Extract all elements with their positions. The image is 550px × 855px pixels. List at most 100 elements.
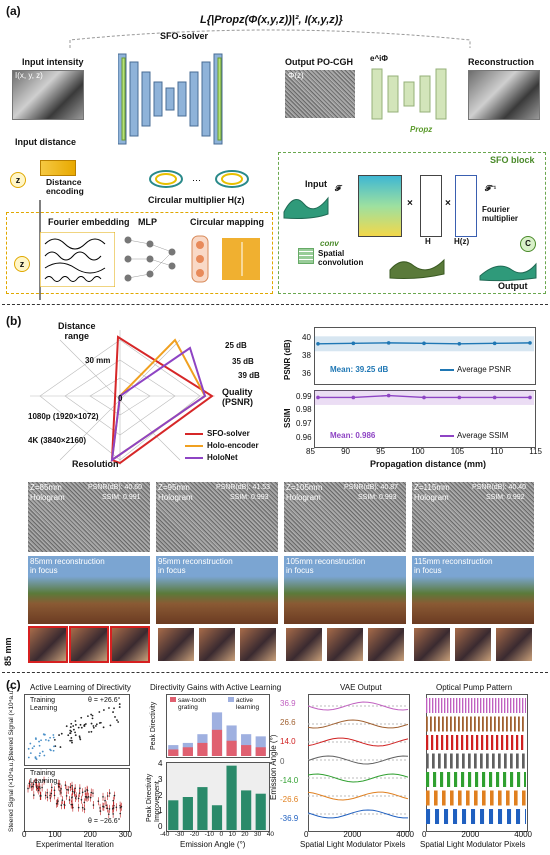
series-point — [386, 393, 391, 398]
pump-stripe — [466, 735, 469, 750]
pump-stripe — [436, 735, 439, 750]
scatter-point — [108, 792, 111, 794]
pump-stripe — [510, 716, 512, 732]
c2-xtick: 10 — [228, 831, 236, 838]
scatter-point — [69, 729, 72, 732]
pump-stripe — [434, 790, 438, 806]
reconstruction-image — [412, 556, 534, 624]
pump-stripe — [471, 809, 476, 824]
inverse-fourier-symbol: 𝓕⁻¹ — [485, 184, 497, 193]
scatter-point — [71, 803, 74, 806]
c4-xticks: 0 2000 4000 — [422, 830, 532, 840]
scatter-point — [118, 706, 121, 708]
crop-image — [455, 628, 491, 661]
series-point — [386, 341, 391, 345]
hologram-psnr: PSNR(dB): 40.87 — [344, 484, 399, 491]
scatter-point — [104, 799, 106, 802]
pump-stripe — [498, 809, 503, 824]
scatter-point — [74, 720, 77, 722]
pump-stripe — [442, 716, 444, 732]
psnr-ytick-0: 40 — [302, 333, 311, 342]
pump-stripe — [522, 790, 526, 806]
scatter-point — [34, 756, 37, 759]
pump-stripe — [429, 698, 431, 713]
scatter-point — [70, 739, 73, 742]
scatter-point — [47, 739, 50, 742]
ssim-xtick: 95 — [376, 447, 386, 456]
radar-legend: SFO-solver Holo-encoder HoloNet — [185, 428, 259, 464]
reconstruction-focus-text: 105mm reconstruction in focus — [286, 557, 366, 575]
legend-holonet: HoloNet — [185, 452, 259, 464]
fourier-symbol: 𝓕 — [335, 184, 341, 193]
prop-label: Propz — [410, 125, 433, 134]
c1-xtick: 200 — [83, 830, 97, 839]
scatter-point — [57, 800, 59, 802]
circular-multiplier-label: Circular multiplier H(z) — [148, 195, 245, 205]
divider-ab — [2, 304, 548, 305]
pump-stripe — [440, 772, 444, 787]
pump-stripe — [504, 698, 506, 713]
pump-stripe — [433, 772, 437, 787]
scatter-point — [117, 721, 120, 723]
z-symbol: z — [15, 175, 21, 185]
scatter-point — [67, 734, 70, 737]
ssim-plot — [314, 390, 534, 405]
hologram-ssim: SSIM: 0.993 — [358, 494, 397, 501]
scatter-point — [90, 791, 93, 794]
pump-stripe — [432, 753, 435, 769]
fourier-multiplier-label: Fourier multiplier — [482, 205, 519, 223]
scatter-point — [30, 786, 33, 788]
scatter-point — [78, 736, 81, 739]
scatter-point — [35, 738, 37, 741]
series-point — [351, 395, 356, 400]
pump-stripe — [478, 716, 480, 732]
bar — [197, 742, 208, 756]
pump-stripe — [462, 809, 467, 824]
Hz-box — [455, 175, 477, 237]
c2-xtick: -30 — [174, 831, 185, 838]
pump-stripe — [477, 698, 479, 713]
pump-stripe — [480, 753, 483, 769]
pump-stripe — [489, 698, 491, 713]
scatter-point — [43, 754, 46, 757]
pump-stripe — [453, 809, 458, 824]
bar — [241, 745, 252, 756]
scatter-point — [120, 805, 123, 808]
scatter-point — [84, 723, 87, 725]
pump-stripe — [459, 698, 461, 713]
ssim-xtick: 85 — [306, 447, 315, 456]
scatter-point — [91, 714, 94, 717]
scatter-point — [59, 746, 62, 748]
hologram-z: Z=105mm — [286, 483, 323, 492]
pump-stripe — [516, 698, 518, 713]
scatter-point — [53, 745, 55, 748]
circular-mapping-graphic — [191, 235, 260, 283]
pump-stripe — [522, 716, 524, 732]
encoding-block — [40, 160, 76, 176]
pump-stripe — [496, 772, 500, 787]
psnr-chart-frame — [314, 327, 536, 385]
ssim-ytick-1: 0.98 — [296, 405, 312, 414]
scatter-point — [108, 808, 111, 810]
pump-stripe — [466, 716, 468, 732]
ssim-ytick-3: 0.96 — [296, 433, 312, 442]
pump-stripe — [490, 790, 494, 806]
hologram-image — [156, 482, 278, 552]
hologram-z: Z=115mm — [414, 483, 450, 492]
pump-stripe — [495, 698, 497, 713]
pump-stripe — [511, 735, 514, 750]
ssim-xtick: 105 — [450, 447, 465, 456]
scatter-point — [84, 790, 86, 792]
mlp-network — [124, 236, 176, 282]
c3-xticks: 0 2000 4000 — [304, 830, 414, 840]
scatter-point — [114, 716, 116, 718]
scatter-point — [72, 728, 75, 731]
pump-stripe — [480, 698, 482, 713]
crop-image — [414, 628, 450, 661]
hologram-z: Z=95mm — [158, 483, 190, 492]
scatter-point — [29, 752, 32, 755]
radar-chart — [30, 330, 215, 465]
scatter-point — [32, 783, 35, 786]
scatter-point — [51, 786, 53, 789]
scatter-point — [64, 784, 67, 786]
